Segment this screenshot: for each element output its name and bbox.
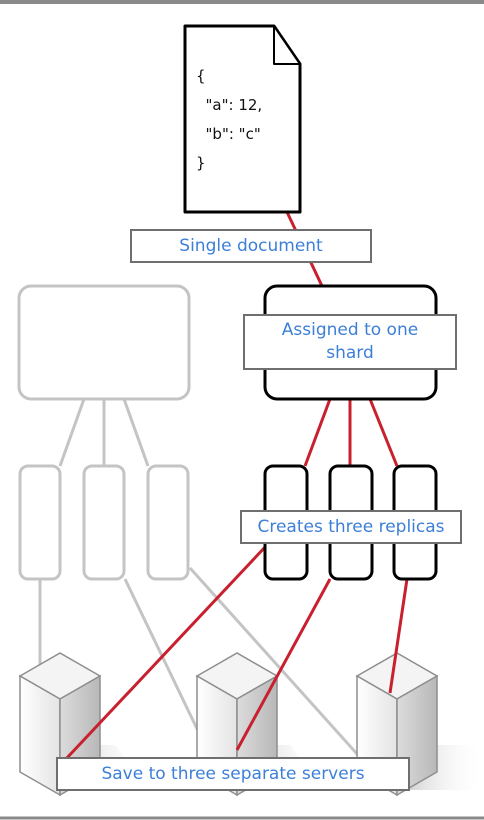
assigned-to-one-shard-label: Assigned to one shard [243,314,457,370]
single-document-label-text: Single document [179,235,323,256]
creates-three-replicas-label-text: Creates three replicas [257,516,445,537]
inactive-replica [18,464,62,581]
single-document-label: Single document [130,229,372,263]
document-json-content: { "a": 12, "b": "c" } [196,67,263,172]
inactive-replica [82,464,126,581]
inactive-replica [146,464,190,581]
document-page [183,24,302,214]
assigned-to-one-shard-label-text: Assigned to one shard [281,320,419,363]
active-connectors [63,211,409,762]
save-to-three-separate-servers-label-text: Save to three separate servers [101,763,365,784]
save-to-three-separate-servers-label: Save to three separate servers [56,757,410,791]
creates-three-replicas-label: Creates three replicas [240,510,462,544]
inactive-shard [17,284,191,401]
